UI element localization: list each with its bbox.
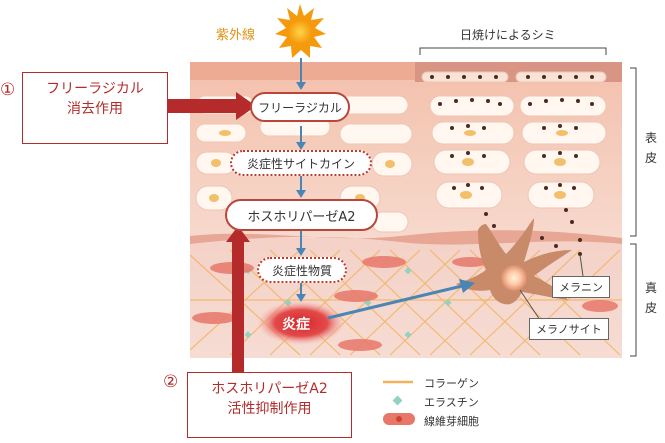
flow-step-cytokine: 炎症性サイトカイン (230, 150, 372, 176)
melanocyte-tag: メラノサイト (529, 318, 609, 340)
flow-step-inflammation: 炎症 (282, 317, 310, 333)
legend-fibroblast-label: 線維芽細胞 (424, 415, 479, 428)
action2-line-2: 活性抑制作用 (227, 401, 312, 417)
dermis-char-2: 皮 (645, 301, 658, 315)
dermis-char-1: 真 (645, 281, 658, 295)
epidermis-char-1: 表 (645, 131, 658, 145)
cell-nuclei (209, 130, 568, 202)
melanin-granule-1 (540, 236, 544, 240)
dermis-bracket (630, 243, 637, 357)
basement-membrane (190, 230, 622, 245)
melanocyte-nucleus (501, 265, 527, 291)
sun-icon (275, 4, 326, 58)
action2-box: ホスホリパーゼA2 活性抑制作用 (187, 372, 352, 438)
spots-label: 日焼けによるシミ (460, 28, 556, 42)
action2-line-1: ホスホリパーゼA2 (211, 381, 328, 397)
epidermis-label: 表 皮 (645, 128, 657, 168)
spots-bracket (419, 47, 607, 55)
action1-number: ① (0, 80, 16, 100)
stimulus-arrow-shaft (327, 284, 463, 320)
action1-line-2: 消去作用 (67, 101, 123, 117)
legend-elastin-symbol (392, 395, 403, 406)
melanocyte-pointer (519, 289, 541, 321)
flow-arrows (296, 58, 306, 302)
dermis-label: 真 皮 (645, 278, 657, 318)
uv-label: 紫外線 (216, 28, 256, 43)
flow-step-free-radical: フリーラジカル (250, 92, 350, 122)
action1-arrow-head (236, 92, 256, 120)
epidermis-char-2: 皮 (645, 151, 658, 165)
action1-box: フリーラジカル 消去作用 (22, 72, 168, 144)
action2-arrow-shaft (232, 240, 244, 375)
melanocyte-cell (456, 218, 572, 305)
melanin-pointer (579, 254, 584, 277)
legend-fibroblast-nucleus (396, 416, 402, 422)
melanin-tag: メラニン (552, 276, 610, 298)
legend-elastin-label: エラスチン (424, 396, 479, 409)
melanin-granule-3 (578, 252, 582, 256)
action1-line-1: フリーラジカル (46, 81, 144, 97)
melanin-granules (430, 75, 594, 242)
action2-arrow-head (226, 226, 250, 242)
flow-step-phospholipase: ホスホリパーゼA2 (225, 199, 378, 231)
inflammation-glow (257, 301, 345, 345)
action2-number: ② (163, 372, 179, 392)
epidermis-bracket (630, 67, 637, 237)
flow-step-inflammatory-substance: 炎症性物質 (257, 257, 347, 283)
legend-collagen-label: コラーゲン (424, 377, 479, 390)
melanin-granule-2 (554, 244, 558, 248)
action1-arrow-shaft (168, 99, 238, 113)
stimulus-arrow-head (459, 279, 475, 293)
